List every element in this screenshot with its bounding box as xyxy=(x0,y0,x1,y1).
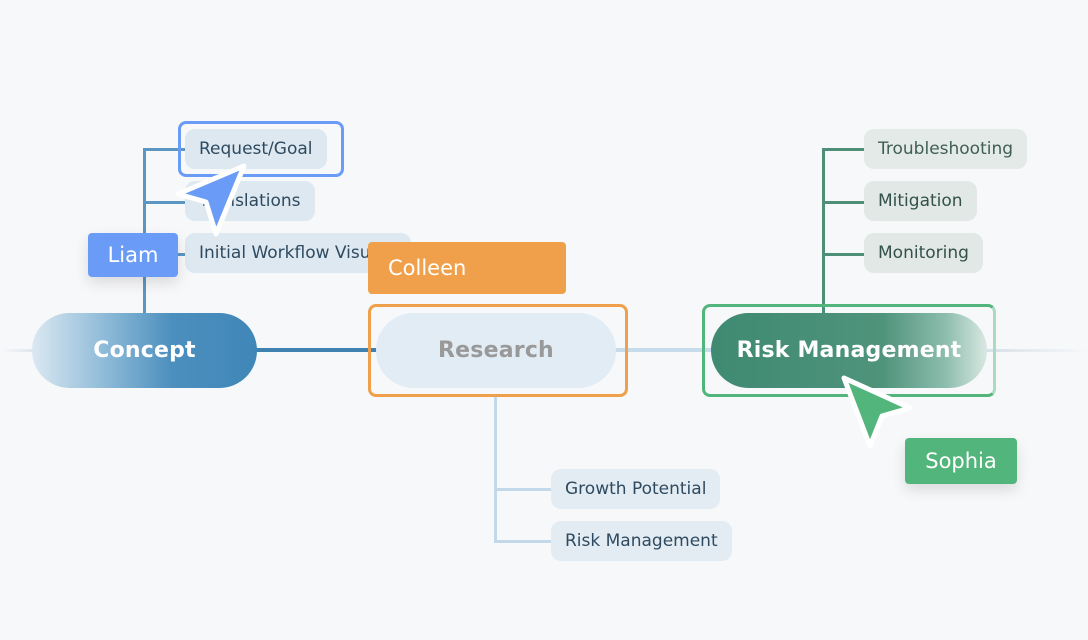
liam-name-tag: Liam xyxy=(88,233,178,277)
research-node[interactable]: Research xyxy=(376,313,616,388)
sophia-cursor-icon xyxy=(841,375,913,449)
research-branch-2 xyxy=(494,540,552,543)
concept-node[interactable]: Concept xyxy=(32,313,257,388)
risk-branch-3 xyxy=(822,253,866,256)
liam-cursor-icon xyxy=(175,163,247,237)
colleen-selection-box xyxy=(368,304,628,397)
risk-branch-2 xyxy=(822,201,866,204)
risk-child-monitoring[interactable]: Monitoring xyxy=(864,233,983,273)
colleen-name-tag: Colleen xyxy=(368,242,566,294)
concept-child-request-goal[interactable]: Request/Goal xyxy=(185,129,327,169)
sophia-name-tag: Sophia xyxy=(905,438,1017,484)
research-child-growth-potential[interactable]: Growth Potential xyxy=(551,469,721,509)
research-branch-trunk xyxy=(494,395,497,543)
risk-child-mitigation[interactable]: Mitigation xyxy=(864,181,977,221)
research-child-risk-management[interactable]: Risk Management xyxy=(551,521,732,561)
research-branch-1 xyxy=(494,488,552,491)
connector-research-risk xyxy=(615,348,725,352)
concept-branch-1 xyxy=(143,148,187,151)
axis-line-left xyxy=(0,349,40,352)
axis-line-right xyxy=(984,349,1088,352)
liam-selection-box xyxy=(178,121,344,177)
connector-concept-research xyxy=(250,348,380,352)
concept-branch-2 xyxy=(143,201,187,204)
risk-branch-trunk xyxy=(822,148,825,316)
risk-management-node[interactable]: Risk Management xyxy=(711,313,987,388)
concept-branch-trunk xyxy=(143,148,146,316)
risk-branch-1 xyxy=(822,148,866,151)
risk-child-troubleshooting[interactable]: Troubleshooting xyxy=(864,129,1028,169)
